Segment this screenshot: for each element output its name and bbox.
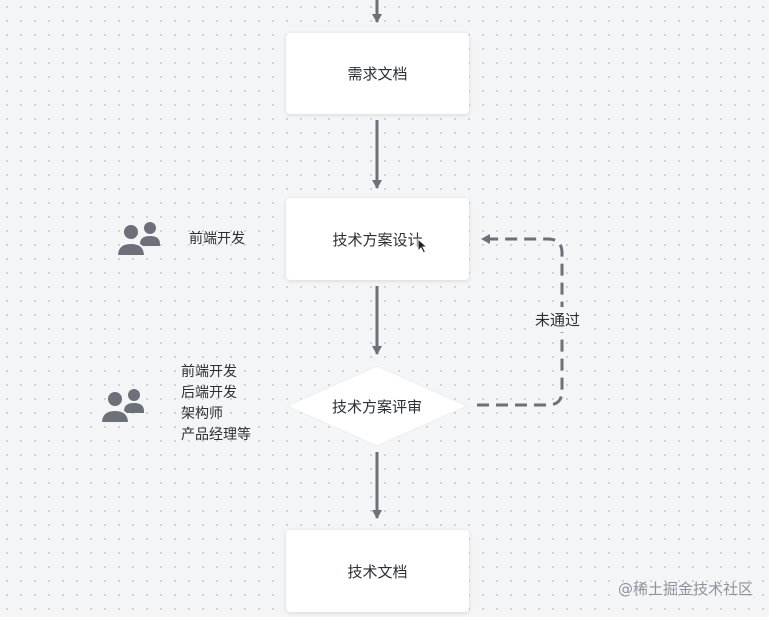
node-tech-doc[interactable]: 技术文档 — [286, 530, 469, 612]
node-tech-review-label: 技术方案评审 — [331, 397, 422, 416]
users-icon — [100, 389, 144, 424]
review-role-item: 后端开发 — [181, 385, 237, 401]
node-tech-review[interactable]: 技术方案评审 — [287, 366, 467, 446]
node-tech-design[interactable]: 技术方案设计 — [286, 198, 469, 280]
node-requirements-doc[interactable]: 需求文档 — [286, 33, 469, 114]
review-role-item: 产品经理等 — [181, 427, 251, 443]
design-role-label: 前端开发 — [189, 231, 245, 247]
mouse-pointer-icon — [417, 238, 429, 254]
node-tech-doc-label: 技术文档 — [347, 562, 408, 581]
rejected-edge-label: 未通过 — [531, 307, 585, 332]
review-diamond[interactable] — [285, 365, 469, 447]
watermark: @稀土掘金技术社区 — [617, 580, 753, 598]
review-role-list: 前端开发 后端开发 架构师 产品经理等 — [181, 362, 251, 446]
review-role-item: 架构师 — [181, 406, 223, 422]
node-requirements-doc-label: 需求文档 — [347, 65, 408, 83]
review-role-item: 前端开发 — [181, 364, 237, 380]
node-tech-design-label: 技术方案设计 — [332, 230, 423, 249]
users-icon — [116, 222, 160, 257]
